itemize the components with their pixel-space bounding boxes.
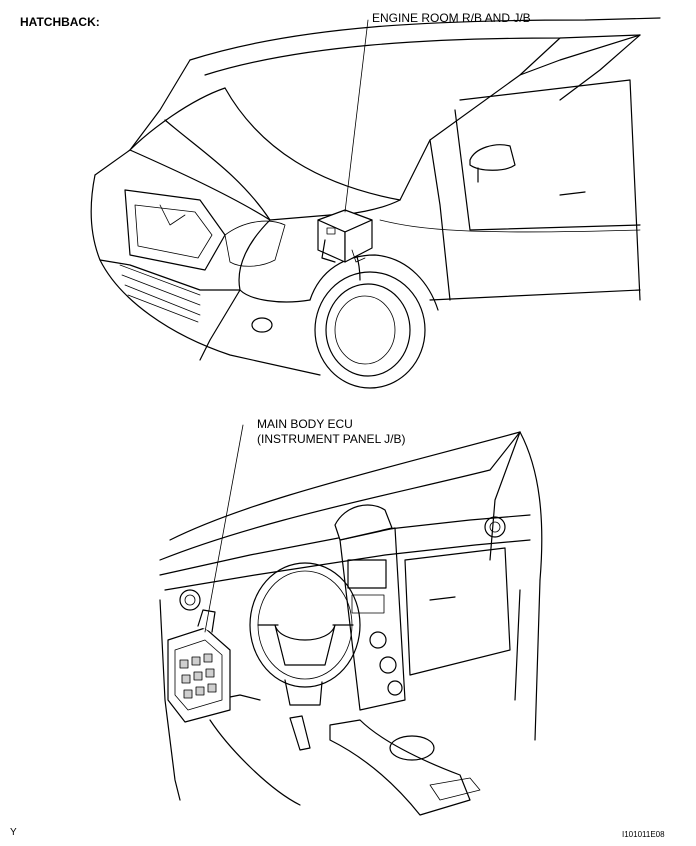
figure-id: I101011E08 [622, 830, 665, 839]
main-body-ecu-label: MAIN BODY ECU [257, 417, 353, 431]
interior-dashboard-illustration [159, 424, 543, 816]
car-exterior-illustration [90, 17, 661, 389]
engine-room-relay-box [317, 209, 373, 263]
footer-left-code: Y [10, 827, 17, 838]
main-body-ecu-junction-block [167, 609, 231, 723]
instrument-panel-label: (INSTRUMENT PANEL J/B) [257, 432, 406, 446]
diagram-title: HATCHBACK: [20, 15, 100, 29]
